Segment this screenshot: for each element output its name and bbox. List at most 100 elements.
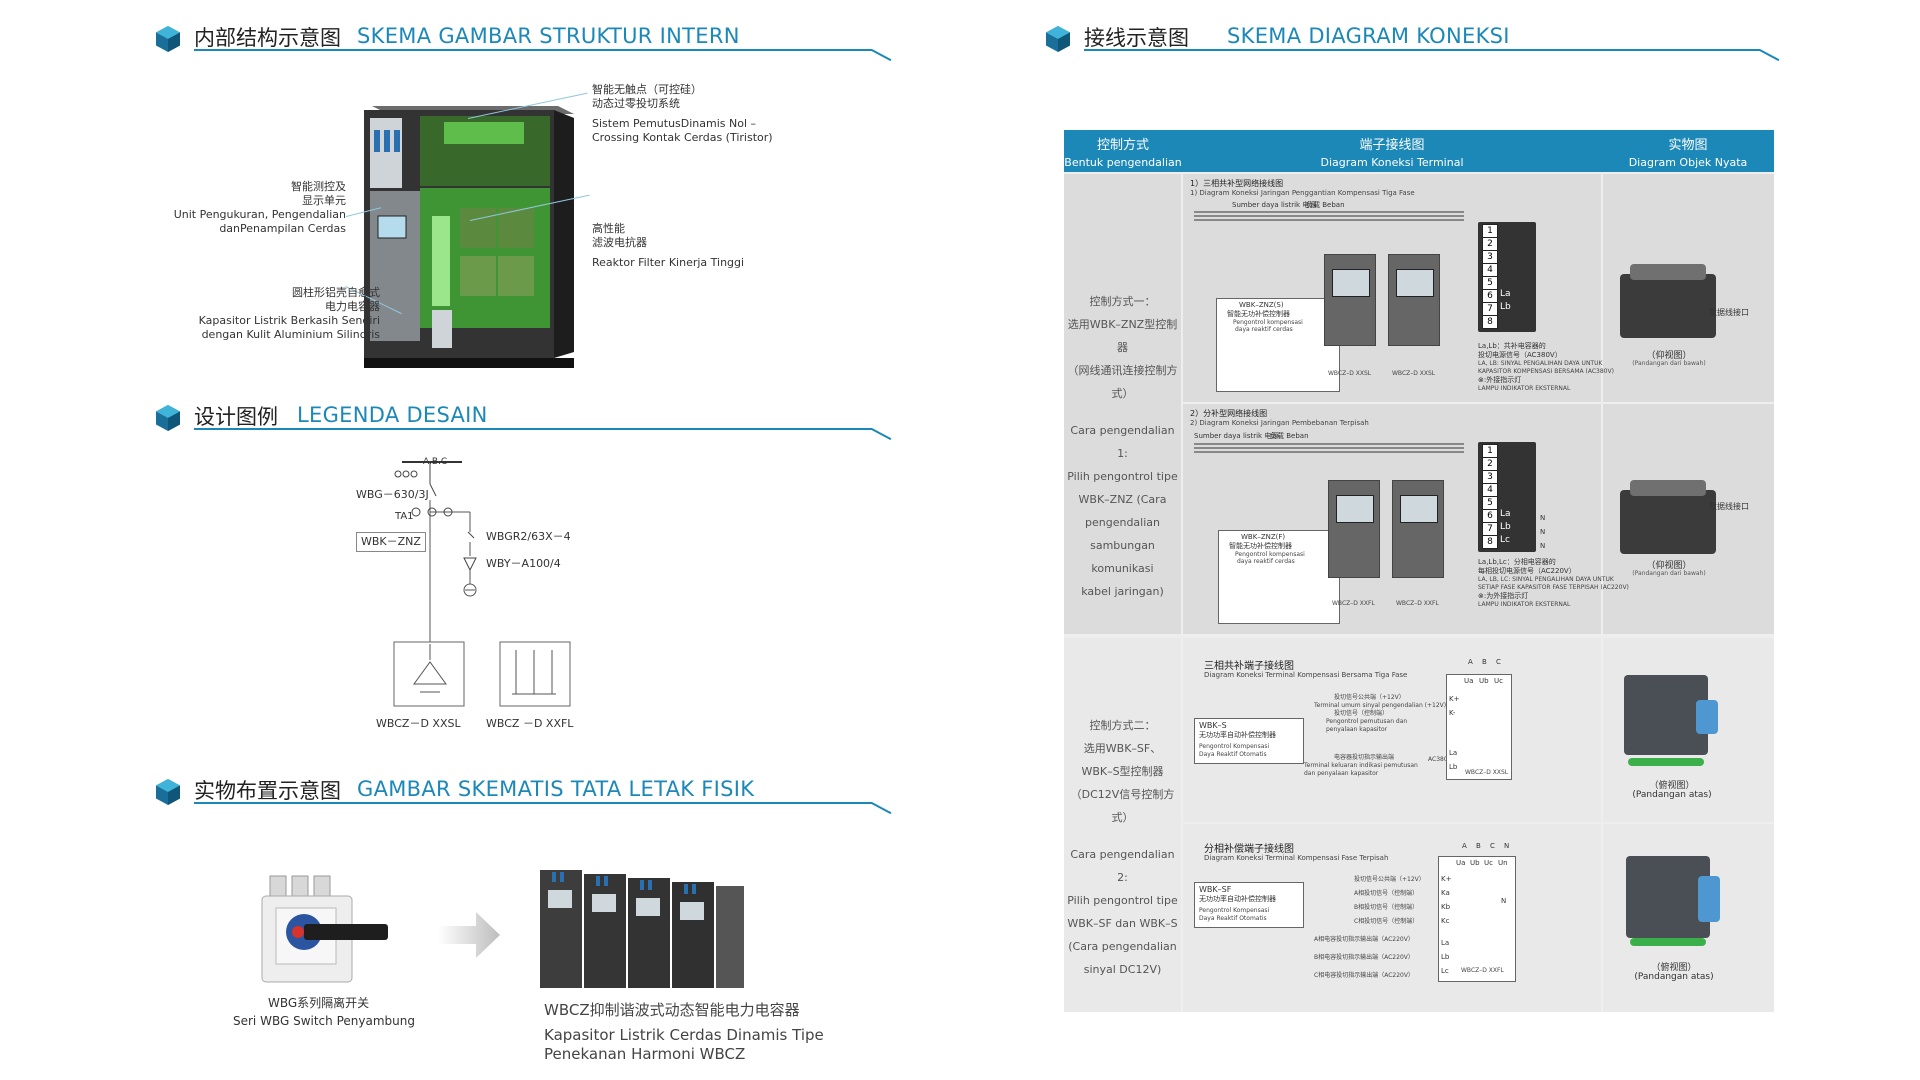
diagram4-annotation: B相投切信号（控制端） <box>1354 904 1419 911</box>
legend-arrester-label: WBY－A100/4 <box>486 557 561 570</box>
section-title-zh: 实物布置示意图 <box>194 779 341 803</box>
switch-photo <box>261 875 388 983</box>
hexagon-icon <box>156 779 180 805</box>
capacitor-units-photo <box>540 870 744 988</box>
diagram4-controller-box: WBK–SF 无功功率自动补偿控制器 Pengontrol Kompensasi… <box>1194 882 1304 928</box>
section-title-zh: 设计图例 <box>194 405 278 429</box>
diagram3-ac-label: AC380V <box>1428 756 1452 763</box>
diagram1-capacitor-unit <box>1324 254 1376 346</box>
diagram2-title: 2）分补型网络接线图 <box>1190 409 1268 418</box>
controller-photo-top-view <box>1624 675 1708 755</box>
diagram2-n-label: N <box>1540 514 1546 522</box>
diagram1-load: 负载 Beban <box>1306 201 1345 209</box>
photo1-port-label: 数据线接口 <box>1709 308 1749 317</box>
diagram1-subtitle: 1) Diagram Koneksi Jaringan Penggantian … <box>1190 189 1415 197</box>
section-underline <box>194 49 872 51</box>
diagram4-annotation: C相投切信号（控制端） <box>1354 918 1419 925</box>
diagram4-phase-a: A <box>1462 842 1467 850</box>
photo3-caption-id: (Pandangan atas) <box>1632 790 1712 800</box>
diagram3-annotation: 电容器投切指示输出端 <box>1334 754 1395 761</box>
section-underline-hook <box>871 428 892 441</box>
diagram4-phase-n: N <box>1504 842 1510 850</box>
diagram2-terminal-strip: 1 2 3 4 5 6 7 8 La Lb Lc <box>1478 442 1536 552</box>
diagram2-unit-label: WBCZ–D XXFL <box>1396 600 1439 607</box>
terminal-block-blue <box>1698 876 1720 922</box>
section-underline-hook <box>1759 49 1780 62</box>
photo2-caption-id: (Pandangan dari bawah) <box>1632 570 1706 577</box>
diagram4-title: 分相补偿端子接线图 <box>1204 844 1294 855</box>
diagram1-source: Sumber daya listrik 电源 <box>1232 201 1317 209</box>
diagram4-subtitle: Diagram Koneksi Terminal Kompensasi Fase… <box>1204 854 1389 862</box>
photo3-caption: （俯视图） <box>1649 781 1695 791</box>
diagram4-annotation: C相电容投切指示输出端（AC220V） <box>1314 972 1414 979</box>
controller-photo-top <box>1630 480 1706 496</box>
diagram2-n-label: N <box>1540 528 1546 536</box>
section-title-zh: 接线示意图 <box>1084 26 1189 50</box>
legend-ta-label: TA1 <box>395 511 414 522</box>
legend-unit2-label: WBCZ －D XXFL <box>486 717 574 730</box>
terminal-block-green <box>1630 938 1706 946</box>
diagram3-annotation: 投切信号（控制端） <box>1334 710 1389 717</box>
photo4-caption: （俯视图） <box>1651 963 1697 973</box>
annotation-reactor: 高性能滤波电抗器 Reaktor Filter Kinerja Tinggi <box>592 222 745 269</box>
diagram2-unit-label: WBCZ–D XXFL <box>1332 600 1375 607</box>
photo1-caption-id: (Pandangan dari bawah) <box>1632 360 1706 367</box>
diagram3-phase-a: A <box>1468 658 1473 666</box>
legend-unit1-label: WBCZ－D XXSL <box>376 717 461 730</box>
diagram4-phase-c: C <box>1490 842 1495 850</box>
diagram1-note: La,Lb：共补电容器的 投切电源信号（AC380V） LA, LB: SINY… <box>1478 342 1614 392</box>
diagram3-annotation: 投切信号公共端（+12V） <box>1334 694 1405 701</box>
diagram2-capacitor-unit <box>1328 480 1380 578</box>
diagram1-terminal-strip: 1 2 3 4 5 6 7 8 La Lb <box>1478 222 1536 332</box>
terminal-block-green <box>1628 758 1704 766</box>
diagram4-unit-box: Ua Ub Uc Un K+ Ka Kb Kc La Lb Lc N WBCZ–… <box>1438 856 1516 982</box>
diagram1-capacitor-unit <box>1388 254 1440 346</box>
section-title-id: GAMBAR SKEMATIS TATA LETAK FISIK <box>357 777 755 801</box>
diagram2-subtitle: 2) Diagram Koneksi Jaringan Pembebanan T… <box>1190 419 1369 427</box>
legend-bus-label: A.B.C <box>423 457 448 467</box>
mode2-text: 控制方式二： 选用WBK–SF、 WBK–S型控制器 （DC12V信号控制方式）… <box>1067 719 1178 976</box>
section-underline-hook <box>871 49 892 62</box>
diagram2-capacitor-unit <box>1392 480 1444 578</box>
section-underline-hook <box>871 802 892 815</box>
section-underline <box>194 802 872 804</box>
diagram3-phase-c: C <box>1496 658 1501 666</box>
photo4-caption-id: (Pandangan atas) <box>1634 972 1714 982</box>
section-title-id: SKEMA GAMBAR STRUKTUR INTERN <box>357 24 740 48</box>
diagram3-annotation: Terminal umum sinyal pengendalian (+12V) <box>1314 702 1447 709</box>
mode1-control-cell <box>1064 174 1181 634</box>
photo2-caption: （仰视图） <box>1646 561 1692 571</box>
hexagon-icon <box>156 26 180 52</box>
diagram4-annotation: A相投切信号（控制端） <box>1354 890 1419 897</box>
section-title-zh: 内部结构示意图 <box>194 26 341 50</box>
cabinet-illustration <box>364 106 574 368</box>
diagram1-unit-label: WBCZ–D XXSL <box>1328 370 1372 377</box>
diagram3-unit-box: Ua Ub Uc K+ K- La Lb WBCZ–D XXSL <box>1446 674 1512 780</box>
arrow-right-icon <box>438 912 500 958</box>
diagram4-annotation: B相电容投切指示输出端（AC220V） <box>1314 954 1414 961</box>
legend-controller-label: WBK－ZNZ <box>356 532 426 552</box>
diagram3-subtitle: Diagram Koneksi Terminal Kompensasi Bers… <box>1204 671 1408 679</box>
section-underline <box>1084 49 1760 51</box>
hexagon-icon <box>156 405 180 431</box>
mode2-control-cell <box>1064 638 1181 1012</box>
diagram1-controller-box: WBK–ZNZ(S) 智能无功补偿控制器 Pengontrol kompensa… <box>1216 298 1340 392</box>
diagram3-controller-box: WBK–S 无功功率自动补偿控制器 Pengontrol Kompensasi … <box>1194 718 1304 764</box>
diagram4-phase-b: B <box>1476 842 1481 850</box>
controller-photo-bottom-view <box>1620 490 1716 554</box>
diagram3-title: 三相共补端子接线图 <box>1204 661 1294 672</box>
section-underline <box>194 428 872 430</box>
mode1-text: 控制方式一： 选用WBK–ZNZ型控制器 （网线通讯连接控制方式） Cara p… <box>1067 295 1178 598</box>
annotation-capacitor: 圆柱形铝壳自愈式电力电容器 Kapasitor Listrik Berkasih… <box>198 286 380 341</box>
diagram3-phase-b: B <box>1482 658 1487 666</box>
diagram3-annotation: Terminal keluaran indikasi pemutusan dan… <box>1304 762 1418 777</box>
photo2-port-label: 数据线接口 <box>1709 502 1749 511</box>
hexagon-icon <box>1046 26 1070 52</box>
